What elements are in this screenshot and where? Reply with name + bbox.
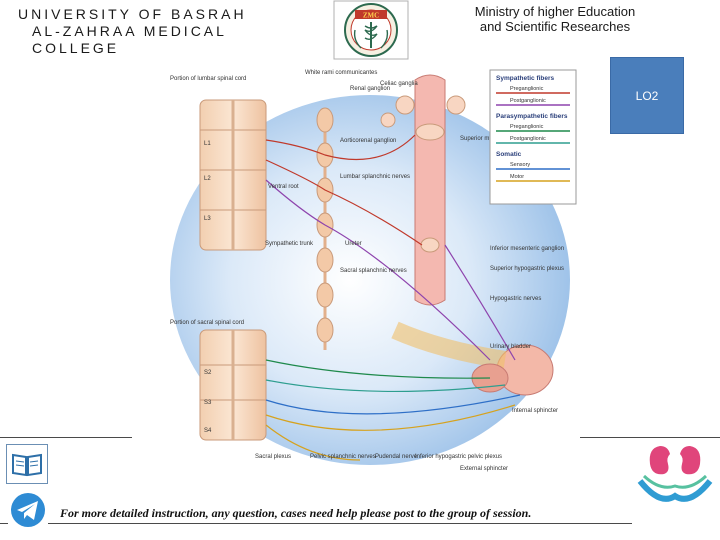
legend-som-sensory: Sensory: [510, 162, 530, 168]
legend-parasympathetic: Parasympathetic fibers: [496, 113, 568, 120]
lo-badge-label: LO2: [635, 88, 659, 103]
university-name: UNIVERSITY OF BASRAH AL-ZAHRAA MEDICAL C…: [18, 6, 318, 57]
ministry-line-1: Ministry of higher Education: [474, 4, 636, 19]
legend-som-motor: Motor: [510, 174, 524, 180]
diagram-legend: Sympathetic fibers Preganglionic Postgan…: [489, 69, 577, 205]
university-line-1: UNIVERSITY OF BASRAH: [18, 6, 247, 22]
label-renal-ganglion: Renal ganglion: [350, 86, 390, 92]
legend-sympathetic: Sympathetic fibers: [496, 75, 555, 82]
kidney-logo: [637, 446, 713, 502]
book-icon[interactable]: [6, 444, 48, 484]
label-lumbar-splanchnic: Lumbar splanchnic nerves: [340, 174, 410, 180]
label-sacral-plexus: Sacral plexus: [255, 454, 291, 460]
telegram-icon[interactable]: [8, 490, 48, 530]
label-l2: L2: [204, 176, 211, 182]
label-l3: L3: [204, 216, 211, 222]
university-line-2: AL-ZAHRAA MEDICAL COLLEGE: [32, 23, 227, 56]
header: UNIVERSITY OF BASRAH AL-ZAHRAA MEDICAL C…: [0, 0, 720, 60]
label-pudendal-nerve: Pudendal nerve: [375, 454, 418, 460]
footer-rule-right: [580, 437, 720, 438]
label-s4: S4: [204, 428, 212, 434]
background-glow: [170, 95, 570, 465]
lumbar-spinal-cord: [199, 99, 267, 251]
logo-text: ZMC: [363, 12, 379, 20]
lo-badge: LO2: [610, 57, 684, 134]
bladder-innervation-diagram: Portion of lumbar spinal cord White rami…: [160, 60, 580, 480]
footer-rule-left: [0, 437, 132, 438]
footer-note: For more detailed instruction, any quest…: [60, 506, 532, 520]
label-pelvic-splanchnic: Pelvic splanchnic nerves: [310, 454, 376, 460]
label-lumbar-cord: Portion of lumbar spinal cord: [170, 76, 246, 82]
legend-para-post: Postganglionic: [510, 136, 546, 142]
label-superior-hypogastric: Superior hypogastric plexus: [490, 266, 564, 272]
label-s2: S2: [204, 370, 212, 376]
diagram-labels: Portion of lumbar spinal cord White rami…: [170, 70, 564, 472]
label-urinary-bladder: Urinary bladder: [490, 344, 531, 350]
label-ventral-root: Ventral root: [268, 184, 299, 190]
aorta-and-ganglia: [380, 74, 466, 306]
ministry-line-2: and Scientific Researches: [479, 19, 631, 34]
legend-sym-pre: Preganglionic: [510, 86, 544, 92]
label-inferior-mesenteric: Inferior mesenteric ganglion: [490, 246, 564, 252]
legend-somatic: Somatic: [496, 151, 522, 158]
label-white-rami: White rami communicantes: [305, 70, 377, 76]
college-logo: ZMC: [333, 0, 409, 60]
label-sacral-splanchnic: Sacral splanchnic nerves: [340, 268, 407, 274]
label-aorticorenal: Aorticorenal ganglion: [340, 138, 396, 144]
label-s3: S3: [204, 400, 212, 406]
label-hypogastric-nerves: Hypogastric nerves: [490, 296, 541, 302]
legend-sym-post: Postganglionic: [510, 98, 546, 104]
sacral-spinal-cord: [199, 329, 267, 441]
label-l1: L1: [204, 141, 211, 147]
label-ureter: Ureter: [345, 241, 362, 247]
legend-para-pre: Preganglionic: [510, 124, 544, 130]
nerve-fibers: [265, 134, 521, 461]
label-sympathetic-trunk: Sympathetic trunk: [265, 241, 314, 247]
label-external-sphincter: External sphincter: [460, 466, 508, 472]
footer-rule-bottom: [0, 523, 632, 524]
label-celiac-ganglia: Celiac ganglia: [380, 81, 418, 87]
label-inferior-hypogastric: Inferior hypogastric pelvic plexus: [415, 454, 502, 460]
ministry-name: Ministry of higher Education and Scienti…: [440, 4, 670, 34]
label-internal-sphincter: Internal sphincter: [512, 408, 558, 414]
label-sacral-cord: Portion of sacral spinal cord: [170, 320, 244, 326]
